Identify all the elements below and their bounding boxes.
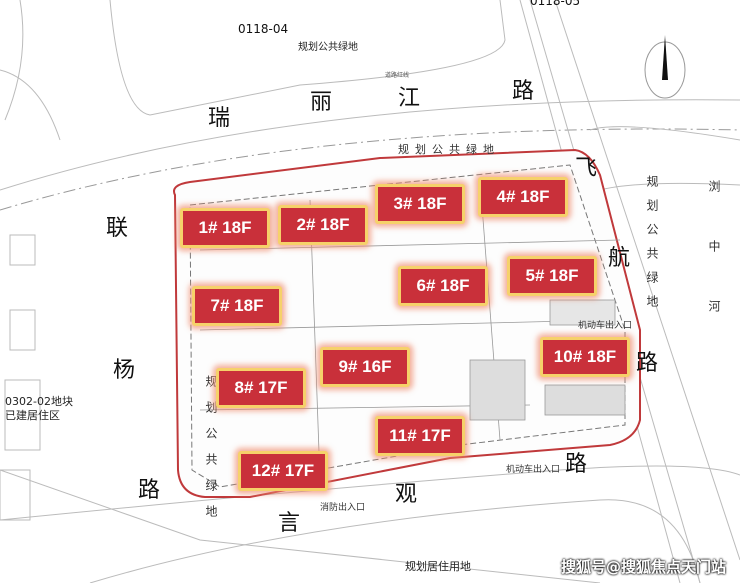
building-8: 8# 17F (216, 368, 306, 408)
building-9: 9# 16F (320, 347, 410, 387)
building-6: 6# 18F (398, 266, 488, 306)
north-arrow-icon (644, 35, 686, 99)
watermark: 搜狐号@搜狐焦点天门站 (560, 558, 726, 576)
road-north-char: 江 (398, 86, 421, 111)
road-north-char: 路 (512, 79, 535, 104)
building-4: 4# 18F (478, 177, 568, 217)
building-3: 3# 18F (375, 184, 465, 224)
road-south-char: 言 (278, 511, 301, 536)
road-east-char: 路 (636, 351, 659, 376)
plot-code-north: 0118-04 (238, 22, 289, 36)
road-south-char: 路 (565, 452, 588, 477)
north-green-label: 规划公共绿地 (298, 42, 358, 53)
building-12: 12# 17F (238, 451, 328, 491)
plot-code-northeast: 0118-05 (530, 0, 581, 8)
road-north-char: 丽 (310, 90, 333, 115)
building-11: 11# 17F (375, 416, 465, 456)
road-east-char: 飞 (575, 156, 598, 181)
west-residential-label: 0302-02地块 (5, 395, 73, 408)
building-5: 5# 18F (507, 256, 597, 296)
vehicle-entrance-east: 机动车出入口 (578, 321, 633, 331)
road-west-char: 杨 (113, 358, 136, 383)
vehicle-entrance-south: 机动车出入口 (506, 465, 561, 475)
building-1: 1# 18F (180, 208, 270, 248)
west-residential-sub: 已建居住区 (5, 409, 60, 422)
building-10: 10# 18F (540, 337, 630, 377)
inner-green-label: 规划公共绿地 (398, 138, 500, 157)
inner-green-text: 规划公共绿地 (398, 143, 500, 156)
west-green-label: 规划公共绿地 (204, 375, 218, 531)
road-west-char: 联 (106, 216, 129, 241)
road-south-char: 观 (395, 482, 418, 507)
building-7: 7# 18F (192, 286, 282, 326)
south-residential-label: 规划居住用地 (405, 560, 471, 573)
east-green-label: 规划公共绿地 (645, 175, 659, 319)
road-east-char: 航 (608, 246, 631, 271)
road-west-char: 路 (138, 478, 161, 503)
east-river-label: 浏中河 (707, 180, 721, 360)
building-2: 2# 18F (278, 205, 368, 245)
road-north-char: 瑞 (208, 106, 231, 131)
north-greenspace-outline (109, 0, 506, 116)
fire-entrance: 消防出入口 (320, 503, 366, 513)
road-redline-label: 道路红线 (385, 72, 410, 79)
